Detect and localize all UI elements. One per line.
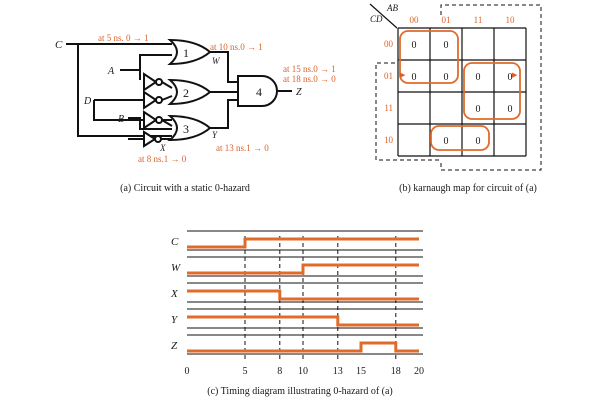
kmap-wraparound-outer: [440, 4, 542, 171]
timing-waveform-c: [187, 237, 419, 249]
timing-baselines: [187, 230, 423, 355]
annotation-y: at 13 ns.1 → 0: [216, 143, 269, 153]
gate-label-1: 1: [183, 46, 189, 60]
kmap-grid: [397, 27, 527, 157]
timing-tick-label: 13: [333, 366, 343, 377]
annotation-z-2: at 18 ns.0 → 0: [283, 74, 336, 84]
timing-tick-label: 5: [243, 366, 248, 377]
gate-1: [167, 38, 212, 66]
timing-waveform-w: [187, 263, 419, 275]
wire-w: [210, 51, 238, 83]
wire-a: [120, 54, 172, 80]
kmap-col-header: 01: [442, 15, 451, 25]
kmap-arrow-left: ▶: [400, 71, 406, 79]
gate-3: [167, 114, 212, 142]
timing-tick-label: 15: [356, 366, 366, 377]
net-label-x: X: [159, 143, 166, 153]
gate-4: [237, 75, 278, 107]
gate-label-3: 3: [183, 122, 189, 136]
timing-signals: [187, 237, 419, 353]
kmap-group-bottom: [430, 125, 490, 151]
timing-signal-label: Y: [171, 314, 179, 326]
inverter-d-bubble: [155, 96, 163, 104]
kmap-corner-ab: AB: [386, 3, 398, 13]
inverter-x: [143, 130, 157, 148]
kmap-cell-value: 0: [476, 104, 481, 115]
kmap-cell-value: 0: [444, 136, 449, 147]
timing-signal-label: Z: [171, 340, 178, 352]
kmap-cell-value: 0: [508, 104, 513, 115]
timing-signal-label: W: [171, 262, 181, 274]
kmap-cell-value: 0: [412, 72, 417, 83]
timing-diagram-panel: C W X Y Z 0 5 8 10 13 15 18 20 (c) Timing diagram i…: [170, 230, 425, 397]
timing-tick-label: 18: [391, 366, 401, 377]
kmap-cell-value: 0: [444, 40, 449, 51]
timing-tick-label: 20: [414, 366, 424, 377]
kmap-row-header: 00: [384, 39, 394, 49]
timing-tick-label: 8: [277, 366, 282, 377]
timing-waveform-z: [187, 341, 419, 353]
inverter-b-bubble: [155, 116, 163, 124]
gate-label-2: 2: [183, 86, 189, 100]
annotation-z-1: at 15 ns.0 → 1: [283, 64, 336, 74]
input-label-c: C: [55, 39, 63, 51]
wire-y: [210, 99, 238, 129]
caption-a: (a) Circuit with a static 0-hazard: [120, 183, 250, 194]
gate-2: [167, 78, 212, 106]
timing-signal-labels: C W X Y Z: [170, 236, 181, 352]
kmap-arrow-right: ▶: [512, 71, 518, 79]
kmap-row-headers: 00 01 11 10: [384, 39, 394, 145]
timing-waveform-y: [187, 315, 419, 327]
timing-signal-label: X: [170, 288, 179, 300]
gate-label-4: 4: [256, 85, 262, 99]
kmap-col-header: 10: [506, 15, 516, 25]
net-label-z: Z: [296, 87, 302, 98]
kmap-col-header: 00: [410, 15, 420, 25]
net-label-y: Y: [212, 130, 218, 140]
kmap-corner-cd: CD: [370, 14, 383, 24]
kmap-cell-value: 0: [412, 40, 417, 51]
input-label-a: A: [107, 66, 115, 77]
wire-b: [128, 117, 172, 130]
inverter-b: [143, 110, 158, 130]
kmap-wraparound-left: [375, 62, 441, 161]
input-label-d: D: [83, 96, 92, 107]
kmap-cells: 0 0 0 0 0 0 0 0 0 0: [412, 40, 513, 147]
inverter-x-bubble: [154, 135, 162, 143]
timing-tick-label: 10: [298, 366, 308, 377]
timing-waveform-x: [187, 289, 419, 301]
kmap-row-header: 10: [384, 135, 394, 145]
annotation-w: at 10 ns.0 → 1: [210, 42, 263, 52]
inverter-a: [143, 72, 158, 92]
inverter-a-bubble: [155, 78, 163, 86]
circuit-panel: C A D B 1 2 3 4 W X Y Z at 5 ns. 0 → 1 a…: [55, 33, 336, 194]
caption-b: (b) karnaugh map for circuit of (a): [399, 183, 537, 194]
timing-tick-label: 0: [185, 366, 190, 377]
inverter-d: [143, 90, 158, 110]
caption-c: (c) Timing diagram illustrating 0-hazard…: [207, 386, 393, 397]
wire-inverter-outputs: [128, 81, 173, 140]
timing-signal-label: C: [171, 236, 179, 248]
kmap-col-header: 11: [474, 15, 483, 25]
kmap-cell-value: 0: [444, 72, 449, 83]
timing-tick-labels: 0 5 8 10 13 15 18 20: [185, 366, 425, 377]
net-label-w: W: [212, 56, 221, 66]
kmap-column-headers: 00 01 11 10: [410, 15, 516, 25]
kmap-group-top-left: [399, 30, 459, 84]
kmap-row-header: 11: [384, 103, 393, 113]
kmap-cell-value: 0: [476, 136, 481, 147]
input-label-b: B: [118, 114, 124, 125]
kmap-cell-value: 0: [476, 72, 481, 83]
annotation-c: at 5 ns. 0 → 1: [98, 33, 149, 43]
annotation-x: at 8 ns.1 → 0: [138, 154, 187, 164]
kmap-cell-value: 0: [508, 72, 513, 83]
kmap-corner-diagonal: [369, 3, 398, 29]
kmap-row-header: 01: [384, 71, 393, 81]
wire-c-bus: [66, 43, 172, 137]
kmap-group-middle-right: [463, 62, 521, 120]
